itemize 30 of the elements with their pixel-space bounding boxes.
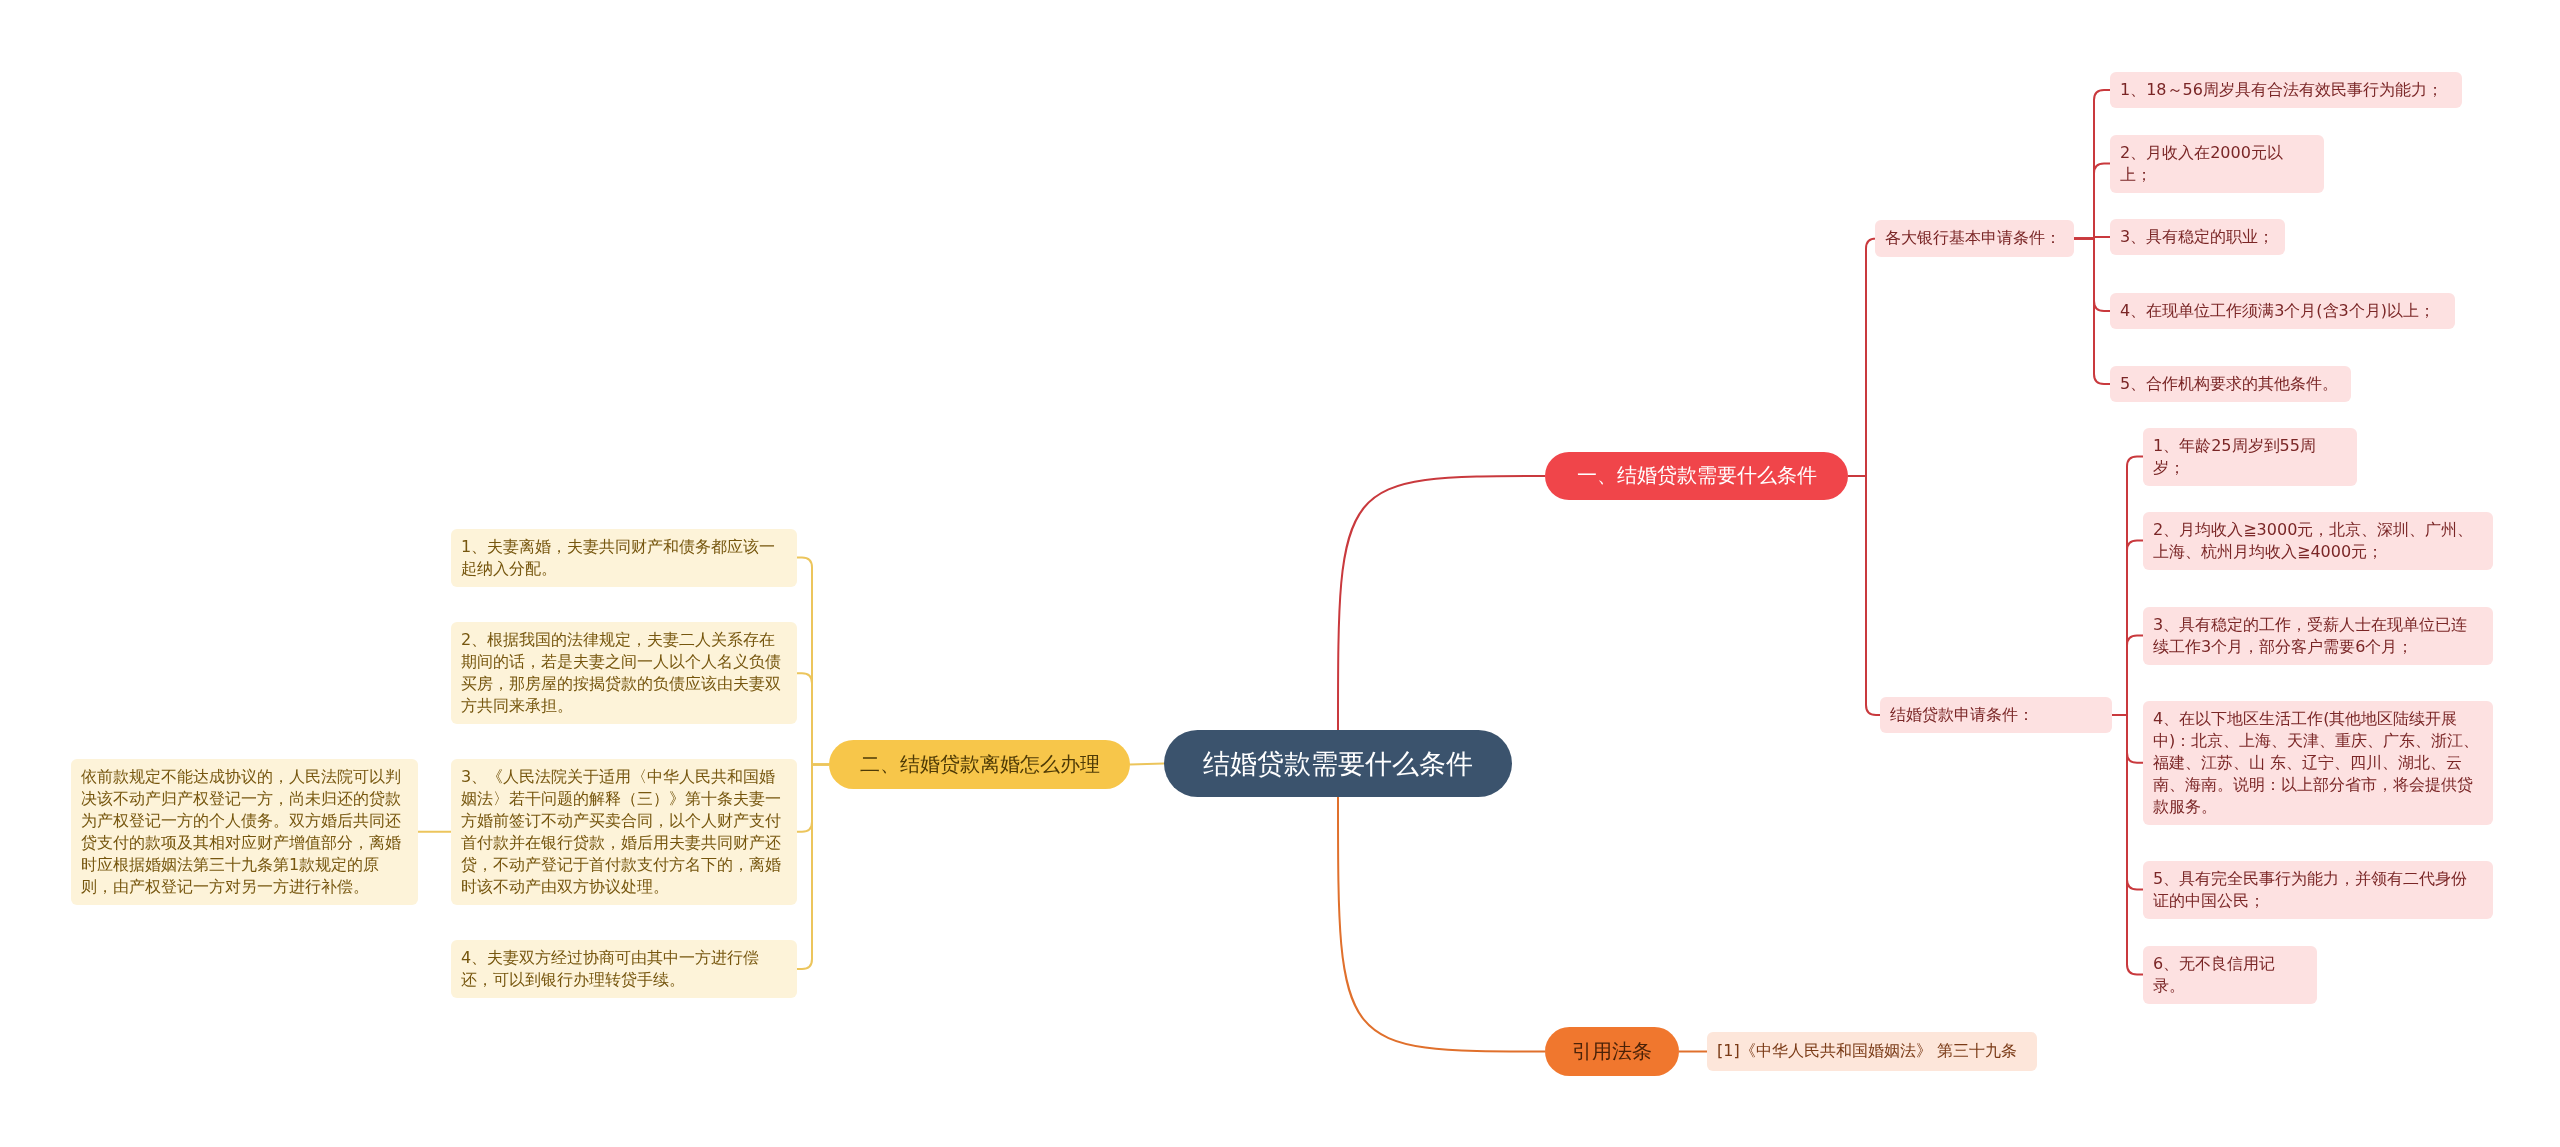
- leaf-box: [1]《中华人民共和国婚姻法》 第三十九条: [1707, 1032, 2037, 1071]
- leaf-box: 6、无不良信用记录。: [2143, 945, 2317, 1004]
- connector-line: [1129, 762, 1165, 766]
- leaf-box: 3、具有稳定的工作，受薪人士在现单位已连续工作3个月，部分客户需要6个月；: [2143, 606, 2493, 665]
- connector-line: [417, 830, 452, 833]
- leaf-box: 4、在以下地区生活工作(其他地区陆续开展中)：北京、上海、天津、重庆、广东、浙江、福建、江苏、山 东、辽宁、四川、湖北、云南、海南。说明：以上部分省市，将会提供贷款服务。: [2143, 700, 2493, 825]
- leaf-box: 1、年龄25周岁到55周岁；: [2143, 427, 2357, 486]
- leaf-box: 4、夫妻双方经过协商可由其中一方进行偿还，可以到银行办理转贷手续。: [451, 940, 797, 999]
- connector-line: [2111, 714, 2144, 976]
- leaf-box: 4、在现单位工作须满3个月(含3个月)以上；: [2110, 293, 2455, 330]
- leaf-box: 2、月收入在2000元以上；: [2110, 134, 2324, 193]
- central-topic: 结婚贷款需要什么条件: [1164, 730, 1512, 797]
- leaf-box: 依前款规定不能达成协议的，人民法院可以判决该不动产归产权登记一方，尚未归还的贷款为产权登记一方的个人债务。双方婚后共同还贷支付的款项及其相对应财产增值部分，离婚时应根据婚姻法第三十九条第1款规定的原则，由产权登记一方对另一方进行补偿。: [71, 758, 418, 905]
- leaf-box: 2、根据我国的法律规定，夫妻二人关系存在期间的话，若是夫妻之间一人以个人名义负债买房，那房屋的按揭贷款的负债应该由夫妻双方共同来承担。: [451, 622, 797, 725]
- leaf-box: 1、18～56周岁具有合法有效民事行为能力；: [2110, 72, 2462, 109]
- leaf-box: 3、《人民法院关于适用〈中华人民共和国婚姻法〉若干问题的解释（三）》第十条夫妻一方婚前签订不动产买卖合同，以个人财产支付首付款并在银行贷款，婚后用夫妻共同财产还贷，不动产登记于首付款支付方名下的，离婚时该不动产由双方协议处理。: [451, 758, 797, 905]
- connector-line: [1337, 796, 1546, 1053]
- connector-line: [1847, 475, 1881, 716]
- connector-line: [1337, 475, 1546, 731]
- branch-topic: 引用法条: [1545, 1027, 1679, 1076]
- leaf-box: 1、夫妻离婚，夫妻共同财产和债务都应该一起纳入分配。: [451, 528, 797, 587]
- branch-topic: 一、结婚贷款需要什么条件: [1545, 452, 1848, 500]
- connector-line: [1678, 1050, 1708, 1053]
- leaf-box: 5、具有完全民事行为能力，并领有二代身份证的中国公民；: [2143, 860, 2493, 919]
- leaf-box: 5、合作机构要求的其他条件。: [2110, 366, 2351, 403]
- subtopic-box: 各大银行基本申请条件：: [1875, 220, 2074, 257]
- subtopic-box: 结婚贷款申请条件：: [1880, 697, 2112, 733]
- leaf-box: 3、具有稳定的职业；: [2110, 219, 2285, 256]
- leaf-box: 2、月均收入≧3000元，北京、深圳、广州、上海、杭州月均收入≧4000元；: [2143, 511, 2493, 570]
- branch-topic: 二、结婚贷款离婚怎么办理: [829, 740, 1130, 789]
